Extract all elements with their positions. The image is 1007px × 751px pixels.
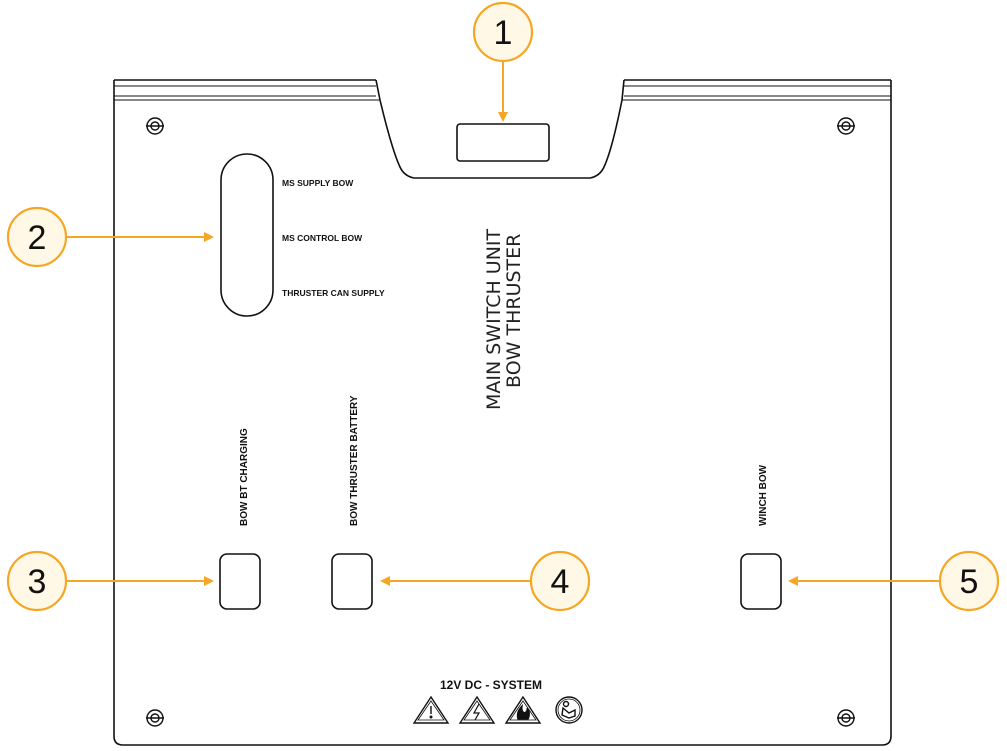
display-window xyxy=(456,123,550,162)
switch-label-bow-thruster-battery: BOW THRUSTER BATTERY xyxy=(349,395,360,526)
fuse-holder xyxy=(220,153,274,317)
callout-3: 3 xyxy=(6,550,68,612)
callout-number-3: 3 xyxy=(28,563,47,601)
fuse-label-thruster-can-supply: THRUSTER CAN SUPPLY xyxy=(282,288,385,298)
screw-icon xyxy=(837,709,855,727)
callout-4: 4 xyxy=(529,550,591,612)
panel-title-line2: BOW THRUSTER xyxy=(503,234,525,388)
switch-bow-thruster-battery xyxy=(331,553,373,610)
fuse-label-ms-control-bow: MS CONTROL BOW xyxy=(282,233,363,243)
callout-5: 5 xyxy=(938,550,1000,612)
callout-number-4: 4 xyxy=(551,563,570,601)
callout-number-5: 5 xyxy=(960,563,979,601)
warning-fire-icon xyxy=(504,695,542,724)
screw-icon xyxy=(146,117,164,135)
warning-icons xyxy=(412,695,583,724)
read-manual-icon xyxy=(555,696,583,724)
switch-label-bow-bt-charging: BOW BT CHARGING xyxy=(239,428,250,526)
switch-label-winch-bow: WINCH BOW xyxy=(758,464,769,526)
switch-bow-bt-charging xyxy=(219,553,261,610)
warning-electric-icon xyxy=(458,695,496,724)
callout-arrows xyxy=(67,61,940,586)
mounting-screws xyxy=(146,117,855,727)
screw-icon xyxy=(837,117,855,135)
switch-winch-bow xyxy=(740,553,782,610)
panel-outline xyxy=(113,79,892,746)
callouts: 1 2 3 4 5 xyxy=(6,1,1000,612)
callout-2: 2 xyxy=(6,206,68,268)
screw-icon xyxy=(146,709,164,727)
fuse-label-ms-supply-bow: MS SUPPLY BOW xyxy=(282,178,354,188)
callout-1: 1 xyxy=(472,1,534,63)
panel-title-line1: MAIN SWITCH UNIT xyxy=(483,228,505,410)
callout-number-2: 2 xyxy=(28,219,47,257)
callout-number-1: 1 xyxy=(494,14,513,52)
warning-general-icon xyxy=(412,695,450,724)
system-label: 12V DC - SYSTEM xyxy=(440,678,542,692)
